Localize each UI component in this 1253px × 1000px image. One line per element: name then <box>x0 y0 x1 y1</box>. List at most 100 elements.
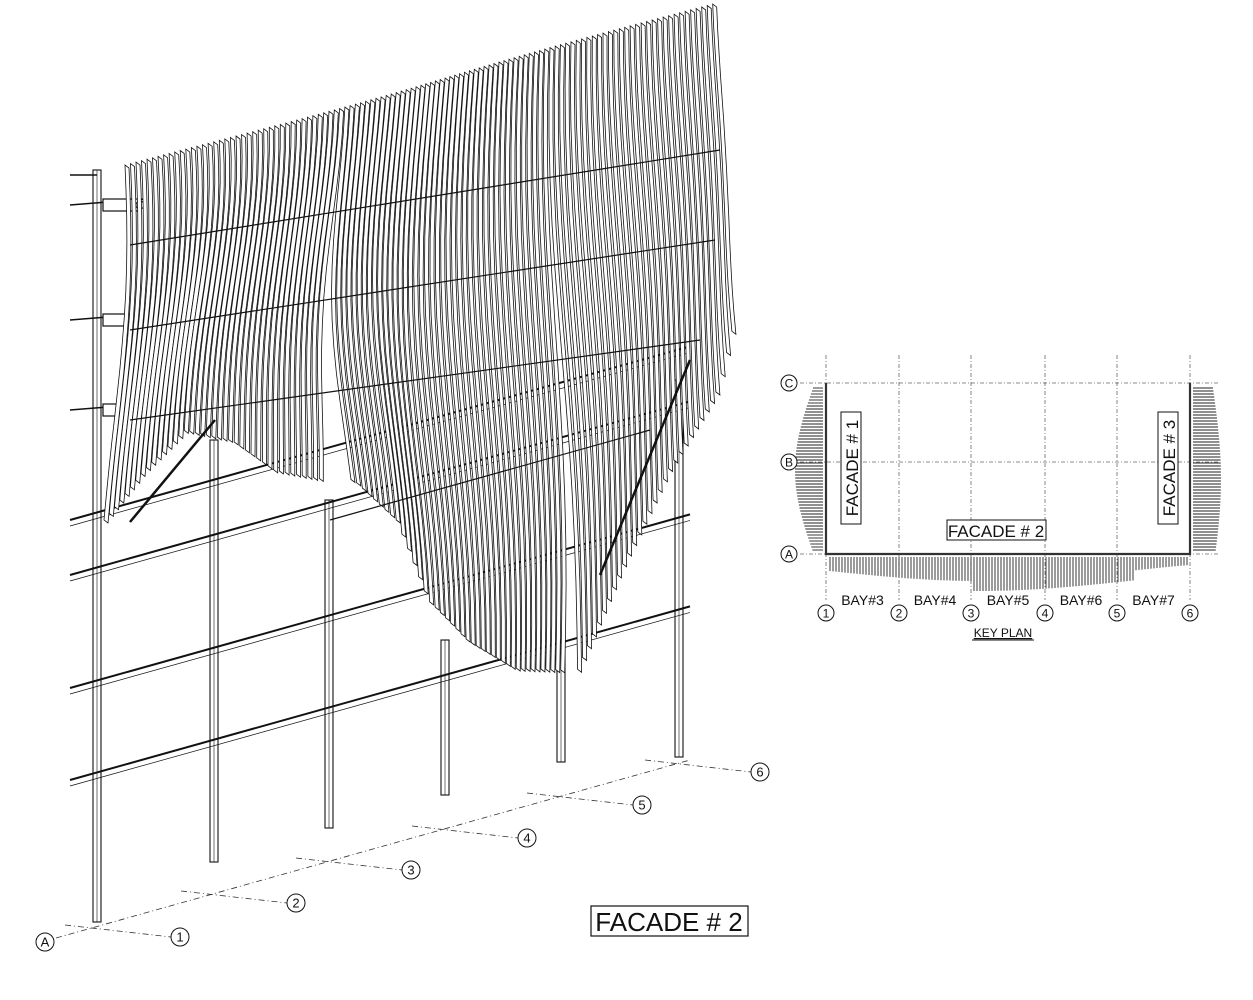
fin <box>189 140 220 435</box>
grid-bubble-circle <box>817 604 835 622</box>
fin <box>135 155 165 484</box>
fin <box>145 152 176 472</box>
fin <box>591 35 622 579</box>
fin <box>494 61 522 672</box>
grid-bubble-6: 6 <box>750 762 770 782</box>
fin <box>657 17 684 456</box>
fin <box>640 22 668 483</box>
fin <box>356 99 384 508</box>
grid-line-4 <box>411 825 519 839</box>
fin <box>397 87 429 595</box>
fin <box>461 70 491 656</box>
key-plan-row-C: C <box>780 374 798 392</box>
grid-bubble-circle <box>780 545 798 563</box>
grid-bubble-label: 6 <box>756 765 763 780</box>
fin <box>635 23 663 494</box>
fin <box>483 64 511 668</box>
grid-bubble-label: 2 <box>896 606 903 620</box>
bay-label: BAY#6 <box>1060 592 1103 608</box>
fin <box>597 33 628 568</box>
fin-stringer <box>129 239 716 331</box>
fin-stringer <box>129 339 701 421</box>
edge-strut <box>129 419 216 523</box>
grid-bubble-label: 6 <box>1187 606 1194 620</box>
fin <box>372 94 401 524</box>
grid-bubble-circle <box>890 604 908 622</box>
fin <box>239 127 269 450</box>
fin <box>695 7 721 396</box>
fin <box>361 97 390 514</box>
fin <box>114 161 143 511</box>
fin <box>662 16 689 447</box>
fin <box>267 120 296 470</box>
grid-bubble-label: 1 <box>823 606 830 620</box>
grid-line-2 <box>180 890 288 904</box>
grid-bubble-circle <box>170 927 190 947</box>
grid-bubble-3: 3 <box>401 860 421 880</box>
grid-bubble-label: B <box>785 455 793 469</box>
fin <box>418 81 451 622</box>
key-plan-fin-hatching <box>795 387 1221 591</box>
grid-bubble-label: 3 <box>968 606 975 620</box>
grid-bubble-label: 5 <box>638 798 645 813</box>
fin <box>488 62 516 671</box>
fin <box>382 91 412 553</box>
svg-text:FACADE # 3: FACADE # 3 <box>1160 420 1179 516</box>
grid-bubble-label: 2 <box>292 896 299 911</box>
grid-bubble-label: A <box>41 935 50 950</box>
fin <box>119 159 148 504</box>
facade-3-label: FACADE # 3 <box>1157 411 1179 525</box>
bay-label: BAY#5 <box>987 592 1030 608</box>
key-plan-col-1: 1 <box>817 604 835 622</box>
grid-bubble-circle <box>517 828 537 848</box>
grid-bubble-5: 5 <box>632 795 652 815</box>
grid-bubble-circle <box>750 762 770 782</box>
bay-label: BAY#3 <box>841 592 884 608</box>
fin <box>646 20 674 473</box>
fin <box>311 109 339 482</box>
fin <box>456 71 486 653</box>
fin <box>472 67 501 662</box>
fin <box>613 29 643 536</box>
grid-bubble-label: 1 <box>176 930 183 945</box>
fin <box>673 13 700 430</box>
fin-stringer <box>329 429 651 521</box>
fin <box>331 106 356 484</box>
fin <box>211 135 242 440</box>
fin <box>222 132 253 442</box>
grid-bubble-circle <box>286 893 306 913</box>
key-plan-col-4: 4 <box>1036 604 1054 622</box>
fin <box>387 90 418 567</box>
fin <box>194 139 225 437</box>
key-plan-outline <box>824 383 1192 556</box>
facade-2-label: FACADE # 2 <box>946 519 1047 541</box>
fin <box>366 96 396 519</box>
grid-lines <box>55 759 752 939</box>
fin <box>289 114 318 477</box>
beam <box>69 605 691 781</box>
fin <box>629 24 658 504</box>
fin <box>392 88 424 581</box>
fin <box>440 75 471 643</box>
grid-bubble-label: C <box>785 376 794 390</box>
key-plan-col-6: 6 <box>1181 604 1199 622</box>
beam <box>69 345 691 521</box>
fin <box>407 84 440 612</box>
fin <box>712 3 737 336</box>
fin <box>559 43 592 650</box>
fin <box>569 41 602 626</box>
fin <box>548 46 583 674</box>
grid-bubble-circle <box>1108 604 1126 622</box>
facade-1-label: FACADE # 1 <box>840 411 862 525</box>
fin <box>317 107 345 483</box>
fin <box>684 10 710 413</box>
fin <box>336 104 362 487</box>
fin <box>183 142 214 435</box>
fin <box>668 14 694 439</box>
fin <box>262 122 291 466</box>
fin <box>445 74 476 647</box>
